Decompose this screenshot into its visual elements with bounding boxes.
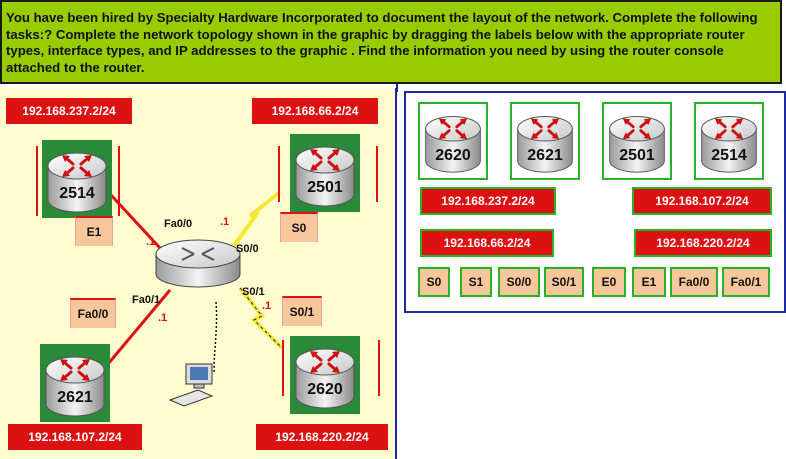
host-octet: .1 <box>158 312 168 324</box>
router-model-label: 2620 <box>435 147 471 164</box>
central-iface-fa00: Fa0/0 <box>164 218 193 230</box>
host-octet: .1 <box>146 236 156 248</box>
bank-iface-label[interactable]: S1 <box>460 267 492 297</box>
iface-label[interactable]: S0/1 <box>282 296 322 326</box>
bank-router-2514[interactable]: 2514 <box>694 102 764 180</box>
divider <box>396 84 398 92</box>
label-bank: 2620 2621 2501 2514 192.168.237.2/24 192… <box>404 91 786 313</box>
iface-label[interactable]: Fa0/0 <box>70 298 116 328</box>
bank-iface-label[interactable]: E1 <box>632 267 666 297</box>
router-slot-bracket <box>282 340 380 396</box>
bank-iface-label[interactable]: S0 <box>418 267 450 297</box>
central-iface-fa01: Fa0/1 <box>132 294 161 306</box>
bank-ip-label[interactable]: 192.168.66.2/24 <box>420 229 554 257</box>
bank-iface-label[interactable]: S0/1 <box>544 267 584 297</box>
bank-ip-label[interactable]: 192.168.220.2/24 <box>634 229 772 257</box>
instructions-panel: You have been hired by Specialty Hardwar… <box>0 0 782 84</box>
router-model-label: 2621 <box>57 389 93 406</box>
bank-iface-label[interactable]: E0 <box>592 267 626 297</box>
router-slot-bracket <box>278 146 378 202</box>
router-slot-bracket <box>36 146 120 216</box>
bank-iface-label[interactable]: S0/0 <box>498 267 540 297</box>
bank-router-2621[interactable]: 2621 <box>510 102 580 180</box>
ip-label[interactable]: 192.168.237.2/24 <box>6 98 132 124</box>
bank-ip-label[interactable]: 192.168.237.2/24 <box>420 187 556 215</box>
router-model-label: 2501 <box>619 147 655 164</box>
host-octet: .1 <box>220 216 230 228</box>
router-model-label: 2621 <box>527 147 563 164</box>
iface-label[interactable]: S0 <box>280 212 318 242</box>
router-model-label: 2620 <box>307 381 343 398</box>
router-2621[interactable]: 2621 <box>40 344 110 422</box>
console-computer-icon[interactable] <box>168 363 214 407</box>
router-model-label: 2514 <box>711 147 747 164</box>
topology-canvas: 2514 192.168.237.2/24 E1 2501 192.168.66… <box>0 88 397 459</box>
topology-links <box>106 190 284 407</box>
host-octet: .1 <box>262 300 272 312</box>
router-model-label: 2501 <box>307 179 343 196</box>
link-s01 <box>238 286 284 350</box>
central-iface-s01: S0/1 <box>242 286 265 298</box>
console-cable <box>213 301 218 373</box>
router-model-label: 2514 <box>59 185 95 202</box>
bank-iface-label[interactable]: Fa0/1 <box>722 267 770 297</box>
ip-label[interactable]: 192.168.220.2/24 <box>256 424 388 450</box>
central-iface-s00: S0/0 <box>236 243 259 255</box>
bank-ip-label[interactable]: 192.168.107.2/24 <box>632 187 772 215</box>
central-router[interactable] <box>155 239 241 288</box>
ip-label[interactable]: 192.168.66.2/24 <box>252 98 378 124</box>
bank-iface-label[interactable]: Fa0/0 <box>670 267 718 297</box>
router-2514[interactable]: 2514 <box>42 140 112 218</box>
instructions-text: You have been hired by Specialty Hardwar… <box>6 10 758 75</box>
bank-router-2620[interactable]: 2620 <box>418 102 488 180</box>
bank-router-2501[interactable]: 2501 <box>602 102 672 180</box>
iface-label[interactable]: E1 <box>75 216 113 246</box>
ip-label[interactable]: 192.168.107.2/24 <box>8 424 142 450</box>
router-2620[interactable]: 2620 <box>290 336 360 414</box>
link-s00 <box>232 190 282 248</box>
link-fa01 <box>106 289 172 365</box>
router-2501[interactable]: 2501 <box>290 134 360 212</box>
